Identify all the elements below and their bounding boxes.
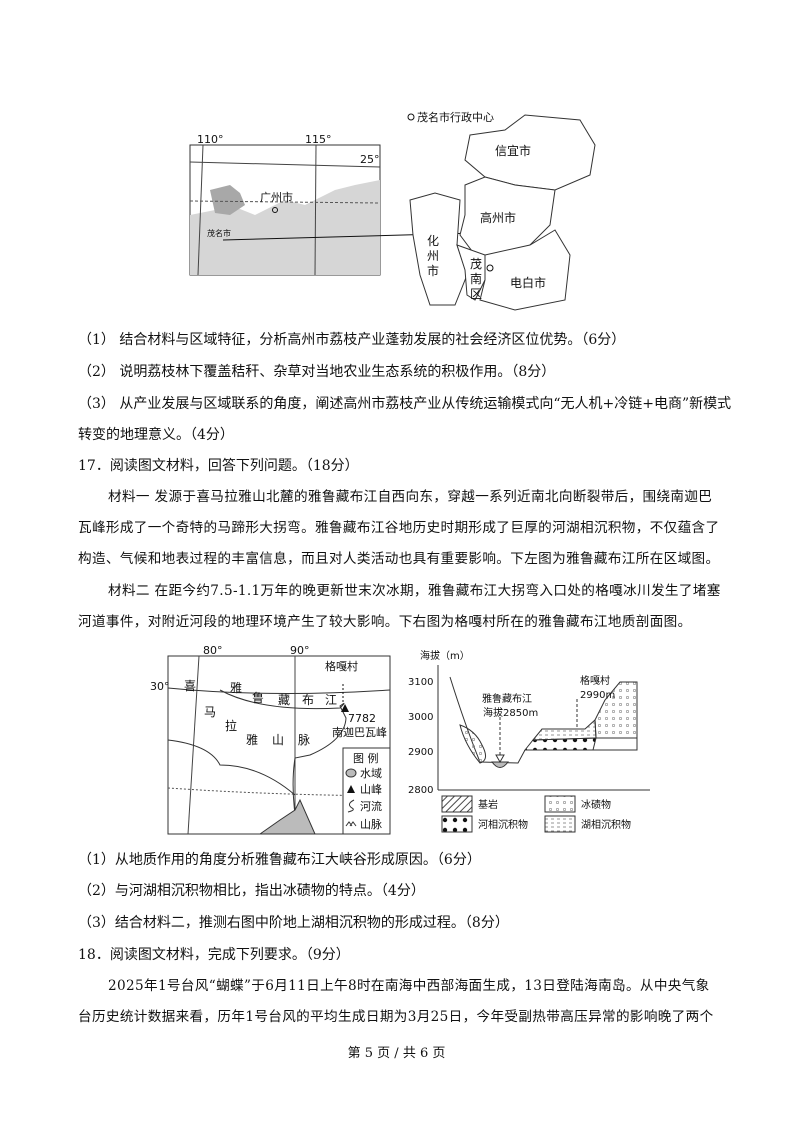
legend-lacustrine: 湖相沉积物	[581, 818, 631, 831]
river-label: 雅鲁藏布江	[482, 692, 532, 705]
village-altitude: 2990m	[580, 690, 615, 701]
q16-item-3: （3） 从产业发展与区域联系的角度，阐述高州市荔枝产业从传统运输模式向“无人机+…	[78, 396, 732, 412]
peak-height: 7782	[348, 712, 376, 725]
maonan-label-2: 南	[470, 271, 482, 286]
y-tick: 3100	[408, 677, 433, 688]
q17-material-line: 河道事件，对附近河段的地理环境产生了较大影响。下右图为格嘎村所在的雅鲁藏布江地质…	[78, 614, 692, 630]
village-label: 格嘎村	[580, 674, 610, 687]
river-label: 江	[325, 693, 337, 707]
legend-item: 水域	[360, 767, 382, 780]
dianbai-label: 电白市	[510, 275, 546, 290]
lon-80: 80°	[203, 644, 223, 657]
range-label: 喜	[184, 679, 196, 693]
q17-material-line: 瓦峰形成了一个奇特的马蹄形大拐弯。雅鲁藏布江谷地历史时期形成了巨厚的河湖相沉积物…	[78, 520, 720, 536]
q17-material-line: 材料一 发源于喜马拉雅山北麓的雅鲁藏布江自西向东，穿越一系列近南北向断裂带后，围…	[108, 489, 713, 505]
huazhou-label-2: 州	[427, 249, 439, 263]
q16-item-3-cont: 转变的地理意义。（4分）	[78, 427, 234, 443]
guangdong-location-figure: 110° 115° 25° 广州市 茂名市 茂名市行政中心 信宜市 高州市 化 …	[185, 105, 615, 319]
huazhou-label-3: 市	[427, 263, 439, 278]
range-label: 雅	[246, 732, 258, 747]
legend-fluvial: 河相沉积物	[478, 818, 528, 831]
river-label: 布	[302, 693, 314, 707]
y-tick: 2800	[408, 785, 433, 796]
range-label: 马	[204, 705, 216, 719]
legend-item: 山脉	[360, 817, 382, 831]
river-label: 雅	[230, 680, 242, 695]
q18-line: 2025年1号台风“蝴蝶”于6月11日上午8时在南海中西部海面生成，13日登陆海…	[108, 978, 710, 994]
peak-icon	[347, 785, 355, 793]
legend-item: 河流	[360, 799, 382, 813]
y-tick: 3000	[408, 712, 433, 723]
yarlung-region-map: 80° 90° 30° 格嘎村 雅 鲁 藏 布 江 喜 马 拉 雅 山 脉 77…	[150, 640, 395, 844]
legend-item: 山峰	[360, 783, 382, 796]
xinyi-label: 信宜市	[495, 143, 531, 158]
guangzhou-marker	[272, 207, 278, 213]
legend-title: 图 例	[353, 751, 379, 765]
gega-village-label: 格嘎村	[325, 659, 358, 673]
lon-110: 110°	[197, 133, 224, 146]
river-icon	[347, 799, 355, 813]
guangzhou-label: 广州市	[260, 190, 293, 204]
river-altitude: 海拔2850m	[483, 706, 538, 719]
geological-profile: 海拔（m） 3100 3000 2900 2800 雅鲁藏布江 海拔2850m …	[400, 645, 650, 844]
y-tick: 2900	[408, 747, 433, 758]
q17-material-line: 构造、气候和地表过程的丰富信息，而且对人类活动也具有重要影响。下左图为雅鲁藏布江…	[78, 551, 720, 567]
page-footer: 第 5 页 / 共 6 页	[347, 1046, 446, 1061]
huazhou-label-1: 化	[427, 234, 439, 248]
q17-item-2: （2）与河湖相沉积物相比，指出冰碛物的特点。（4分）	[78, 883, 425, 899]
legend-bedrock: 基岩	[478, 798, 498, 811]
q17-heading: 17．阅读图文材料，回答下列问题。（18分）	[78, 458, 359, 474]
q17-item-1: （1）从地质作用的角度分析雅鲁藏布江大峡谷形成原因。（6分）	[78, 852, 481, 868]
q16-item-2: （2） 说明荔枝林下覆盖秸秆、杂草对当地农业生态系统的积极作用。（8分）	[78, 364, 556, 380]
water-icon	[345, 768, 357, 778]
q17-material-line: 材料二 在距今约7.5-1.1万年的晚更新世末次冰期，雅鲁藏布江大拐弯入口处的格…	[108, 583, 721, 599]
mountain-icon	[345, 821, 357, 827]
river-label: 鲁	[252, 691, 264, 705]
range-label: 山	[272, 733, 284, 747]
range-label: 拉	[225, 718, 237, 733]
river-label: 藏	[278, 693, 290, 707]
lat-30: 30°	[150, 680, 170, 693]
legend-moraine: 冰碛物	[581, 798, 611, 811]
q18-line: 台历史统计数据来看，历年1号台风的平均生成日期为3月25日，今年受副热带高压异常…	[78, 1009, 714, 1025]
maonan-label-1: 茂	[470, 257, 482, 271]
gaozhou-label: 高州市	[480, 210, 516, 225]
range-label: 脉	[298, 732, 310, 747]
y-axis-label: 海拔（m）	[420, 649, 470, 662]
lon-90: 90°	[290, 644, 310, 657]
q16-item-1: （1） 结合材料与区域特征，分析高州市荔枝产业蓬勃发展的社会经济区位优势。（6分…	[78, 332, 626, 348]
lat-25: 25°	[360, 153, 380, 166]
maoming-label: 茂名市	[207, 228, 231, 238]
maonan-label-3: 区	[470, 287, 482, 301]
q18-heading: 18．阅读图文材料，完成下列要求。（9分）	[78, 947, 350, 963]
q17-item-3: （3）结合材料二，推测右图中阶地上湖相沉积物的形成过程。（8分）	[78, 915, 509, 931]
lon-115: 115°	[305, 133, 332, 146]
admin-center-legend: 茂名市行政中心	[417, 110, 494, 124]
peak-name: 南迦巴瓦峰	[332, 726, 387, 739]
